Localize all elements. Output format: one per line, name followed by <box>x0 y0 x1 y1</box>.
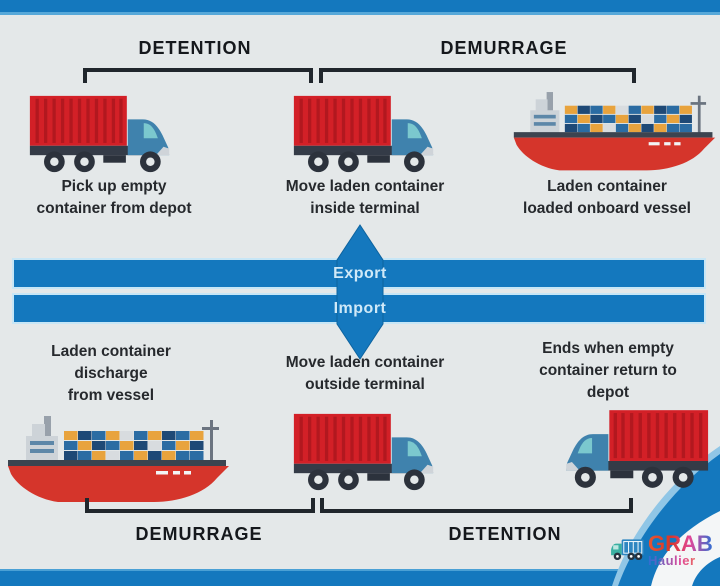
cargo-ship-icon <box>6 414 231 509</box>
top-detention-bracket <box>83 68 313 83</box>
logo-truck-icon <box>610 535 646 565</box>
bottom-detention-label: DETENTION <box>448 524 562 544</box>
caption-pickup-empty: Pick up empty container from depot <box>36 178 192 217</box>
truck-left-icon <box>547 408 710 490</box>
logo-name: GRAB <box>648 531 713 556</box>
top-detention-label: DETENTION <box>138 38 252 58</box>
bottom-demurrage-bracket <box>85 498 315 513</box>
export-import-arrow-icon <box>336 224 384 360</box>
top-demurrage-label: DEMURRAGE <box>440 38 568 58</box>
caption-return-depot: Ends when empty container return to depo… <box>539 340 677 401</box>
truck-icon <box>292 94 452 174</box>
logo-text: GRAB Haulier <box>648 531 713 568</box>
caption-discharge-vessel: Laden container discharge from vessel <box>51 343 171 404</box>
truck-icon <box>28 94 188 174</box>
top-demurrage-bracket <box>319 68 636 83</box>
caption-move-inside: Move laden container inside terminal <box>285 178 445 217</box>
logo-subname: Haulier <box>648 554 713 567</box>
caption-move-outside: Move laden container outside terminal <box>285 354 445 393</box>
truck-icon <box>292 412 452 492</box>
top-border-bar <box>0 0 720 12</box>
brand-logo: GRAB Haulier <box>610 533 713 567</box>
bottom-detention-bracket <box>320 498 633 513</box>
top-border-accent <box>0 12 720 15</box>
bottom-border-bar <box>0 569 720 586</box>
cargo-ship-icon <box>512 90 717 177</box>
export-label: Export <box>333 265 387 282</box>
import-label: Import <box>333 300 387 317</box>
caption-loaded-onboard: Laden container loaded onboard vessel <box>523 178 691 217</box>
bottom-demurrage-label: DEMURRAGE <box>135 524 263 544</box>
